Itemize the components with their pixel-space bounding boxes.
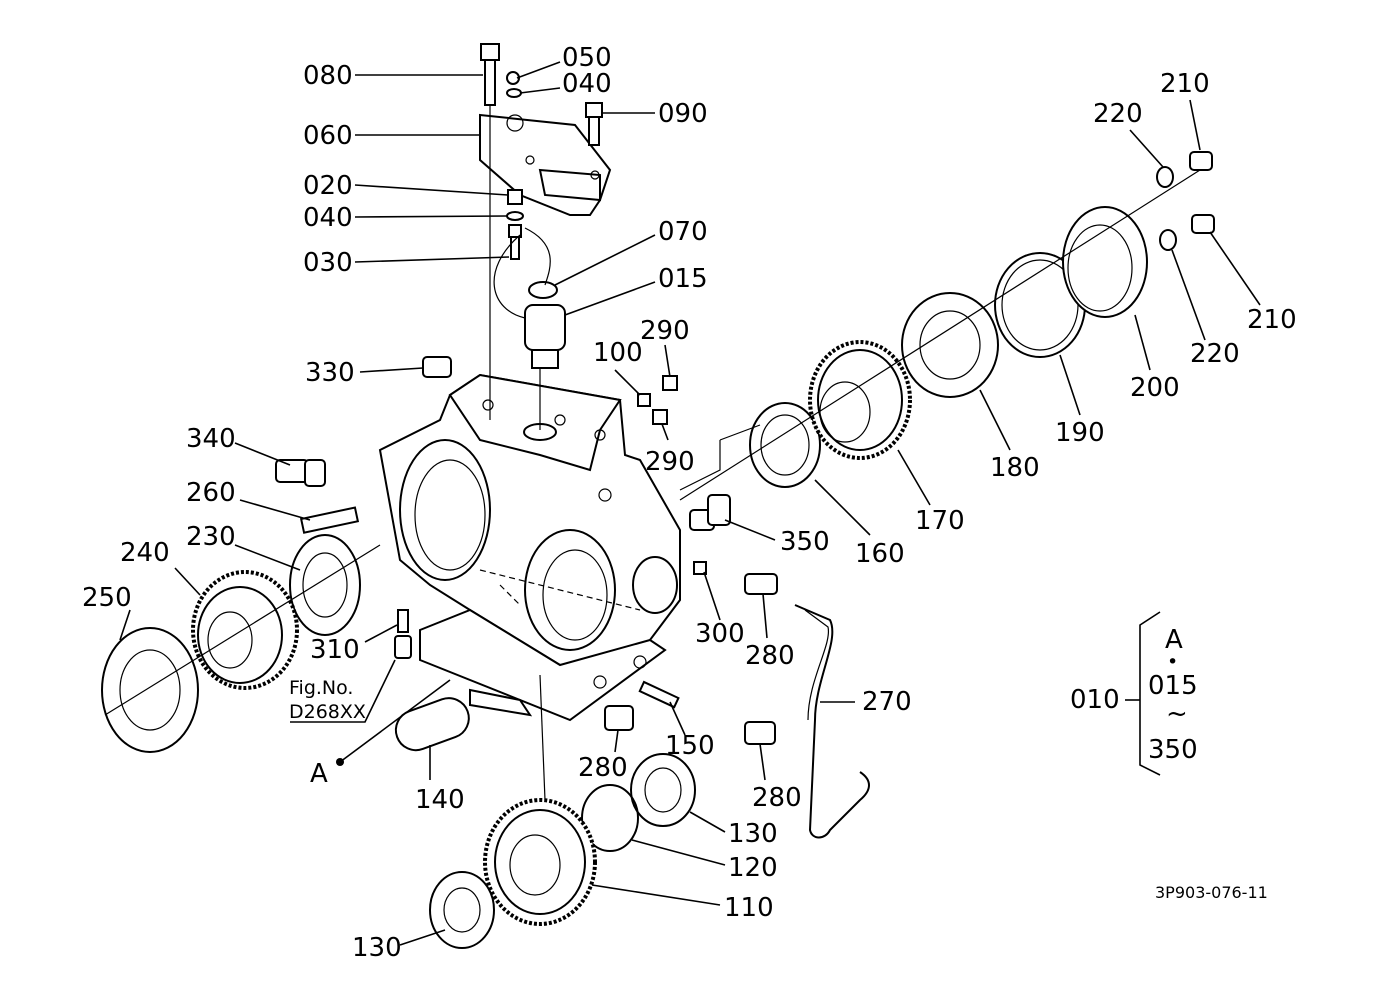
- label-330: 330: [305, 358, 355, 388]
- bearing-180: [901, 292, 999, 398]
- drawing-code: 3P903-076-11: [1155, 883, 1268, 902]
- label-280-right: 280: [745, 641, 795, 671]
- label-130-upper: 130: [728, 819, 778, 849]
- label-170: 170: [915, 506, 965, 536]
- label-130-lower: 130: [352, 933, 402, 963]
- label-015: 015: [658, 264, 708, 294]
- assembly-from: 015: [1148, 671, 1198, 701]
- pin-150: [638, 680, 680, 709]
- label-310: 310: [310, 635, 360, 665]
- label-270: 270: [862, 687, 912, 717]
- label-210-top: 210: [1160, 69, 1210, 99]
- cap-070: [528, 281, 558, 299]
- bolt-210-top: [1189, 151, 1213, 171]
- top-cover: [479, 113, 612, 216]
- union-280-right: [744, 573, 778, 595]
- label-300: 300: [695, 619, 745, 649]
- label-210-bottom: 210: [1247, 305, 1297, 335]
- gear-110: [483, 798, 597, 926]
- label-150: 150: [665, 731, 715, 761]
- assembly-dot: •: [1167, 651, 1178, 673]
- label-030: 030: [303, 248, 353, 278]
- label-280-mid: 280: [578, 753, 628, 783]
- label-140: 140: [415, 785, 465, 815]
- union-280-mid: [604, 705, 634, 731]
- view-marker-dot: [336, 758, 344, 766]
- label-230: 230: [186, 522, 236, 552]
- bolt-080: [480, 43, 500, 106]
- label-090: 090: [658, 99, 708, 129]
- pipe-270: [794, 604, 870, 839]
- gear-240: [191, 570, 299, 690]
- label-290-bottom: 290: [645, 447, 695, 477]
- pin-310: [394, 609, 412, 659]
- plug-300: [693, 561, 707, 575]
- bearing-130-upper: [630, 753, 696, 827]
- assembly-to: 350: [1148, 735, 1198, 765]
- elbow-350: [689, 494, 731, 531]
- label-080: 080: [303, 61, 353, 91]
- assembly-tilde: ~: [1166, 699, 1188, 729]
- union-280-low: [744, 721, 776, 745]
- axis-lines: [104, 105, 1201, 801]
- snap-ring-120: [581, 784, 639, 852]
- label-250: 250: [82, 583, 132, 613]
- label-290-top: 290: [640, 316, 690, 346]
- plug-290-top: [662, 375, 678, 391]
- part-labels: 080 050 040 090 060 020 040 030 070 015 …: [82, 43, 1297, 963]
- solenoid-015: [524, 304, 566, 369]
- washer-220-bottom: [1159, 229, 1177, 251]
- label-040-mid: 040: [303, 203, 353, 233]
- bearing-130-lower: [429, 871, 495, 949]
- label-100: 100: [593, 338, 643, 368]
- figure-ref-line1: Fig.No.: [289, 677, 353, 699]
- bearing-250: [101, 627, 199, 753]
- washer-220-top: [1156, 166, 1174, 188]
- elbow-340: [275, 459, 326, 487]
- label-350: 350: [780, 527, 830, 557]
- assembly-legend: 010 A • 015 ~ 350: [1070, 625, 1198, 765]
- label-220-top: 220: [1093, 99, 1143, 129]
- label-110: 110: [724, 893, 774, 923]
- label-050: 050: [562, 43, 612, 73]
- leader-lines: [119, 61, 1261, 946]
- label-120: 120: [728, 853, 778, 883]
- figure-ref-line2: D268XX: [289, 701, 366, 723]
- stud-020: [507, 189, 523, 205]
- label-020: 020: [303, 171, 353, 201]
- label-260: 260: [186, 478, 236, 508]
- plug-100: [637, 393, 651, 407]
- view-marker-label: A: [310, 759, 328, 789]
- label-240: 240: [120, 538, 170, 568]
- assembly-top: A: [1165, 625, 1183, 655]
- solenoid-wire: [493, 227, 551, 319]
- bearing-160: [749, 402, 821, 488]
- washer-040-mid: [506, 211, 524, 221]
- label-160: 160: [855, 539, 905, 569]
- label-340: 340: [186, 424, 236, 454]
- label-060: 060: [303, 121, 353, 151]
- bolt-210-bottom: [1191, 214, 1215, 234]
- bearing-230: [289, 534, 361, 636]
- label-190: 190: [1055, 418, 1105, 448]
- bolt-090: [585, 102, 603, 146]
- label-280-low: 280: [752, 783, 802, 813]
- breather-330: [422, 356, 452, 378]
- label-040-top: 040: [562, 69, 612, 99]
- washer-040-top: [506, 88, 522, 98]
- label-220-bottom: 220: [1190, 339, 1240, 369]
- stud-260: [299, 506, 360, 534]
- label-180: 180: [990, 453, 1040, 483]
- cover-200: [1062, 206, 1148, 318]
- screw-030: [508, 224, 522, 260]
- gear-170: [808, 340, 912, 460]
- assembly-number: 010: [1070, 685, 1120, 715]
- label-200: 200: [1130, 373, 1180, 403]
- label-070: 070: [658, 217, 708, 247]
- shaft-140: [394, 697, 470, 752]
- gear-housing: [378, 373, 681, 722]
- plug-290-bottom: [652, 409, 668, 425]
